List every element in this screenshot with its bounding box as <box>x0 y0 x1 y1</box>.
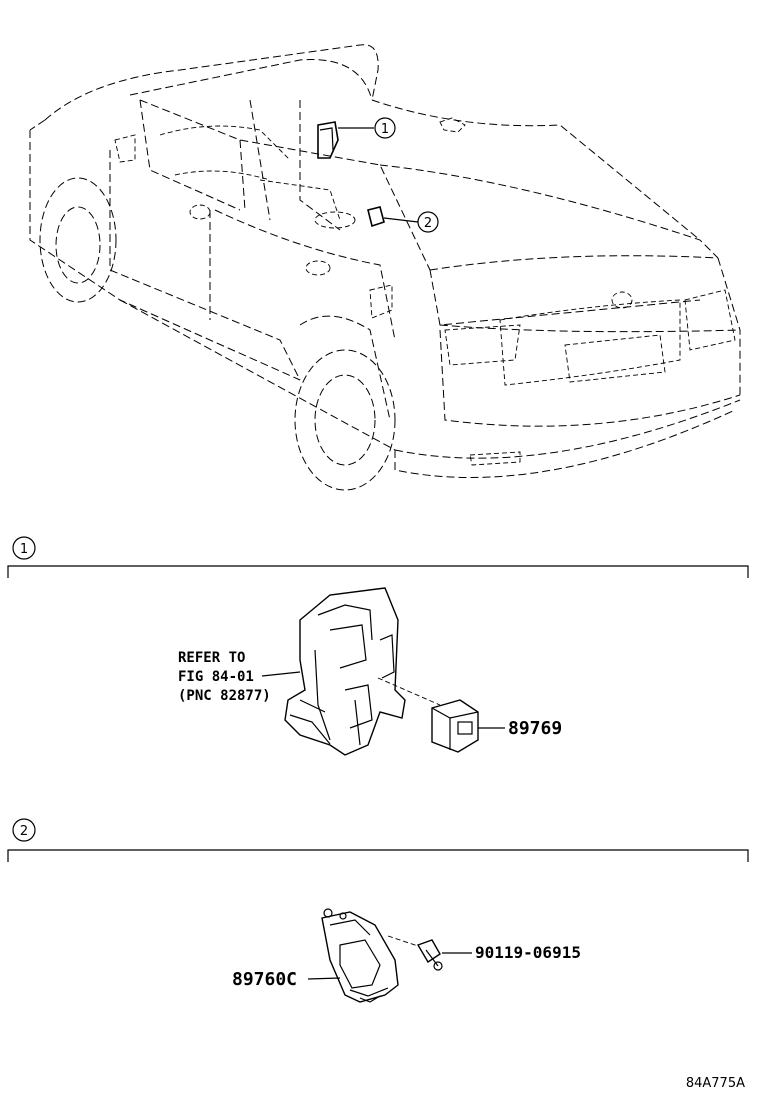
part-number-89769: 89769 <box>508 718 562 739</box>
overview-callout-2: 2 <box>417 211 439 233</box>
part-number-89760c: 89760C <box>232 969 297 990</box>
vehicle-overview-illustration <box>29 44 741 491</box>
section-2-bracket <box>7 849 749 862</box>
figure-code: 84A775A <box>686 1076 745 1091</box>
section-2: 2 90119-06915 89760C <box>7 818 749 1003</box>
section-2-number: 2 <box>20 824 28 839</box>
part-number-90119-06915: 90119-06915 <box>475 943 581 962</box>
section-1-bracket <box>7 565 749 578</box>
section-1-marker <box>12 536 36 560</box>
overview-callout-1: 1 <box>374 117 396 139</box>
refer-to-line-2: FIG 84-01 <box>178 669 254 685</box>
part-89769-illustration <box>431 699 479 753</box>
bolt-90119-06915-illustration <box>416 939 443 971</box>
section-1: 1 89769 REFER TO FIG 84-01 (PNC 82877) <box>7 536 749 756</box>
section-2-marker <box>12 818 36 842</box>
bracket-assembly-illustration <box>284 587 406 756</box>
overview-callout-2-label: 2 <box>424 216 432 231</box>
part-89760c-illustration <box>321 908 399 1003</box>
refer-to-line-3: (PNC 82877) <box>178 688 271 704</box>
overview-callout-1-label: 1 <box>381 122 389 137</box>
section-1-number: 1 <box>20 542 28 557</box>
refer-to-line-1: REFER TO <box>178 650 245 666</box>
